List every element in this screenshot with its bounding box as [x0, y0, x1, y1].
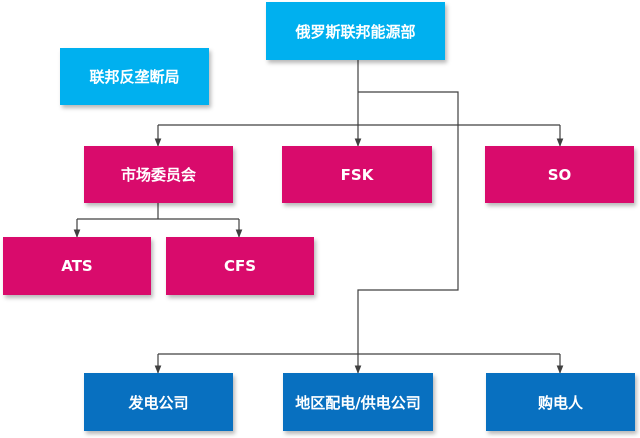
- node-ministry: 俄罗斯联邦能源部: [266, 2, 445, 60]
- node-market-council: 市场委员会: [84, 146, 233, 203]
- node-distribution: 地区配电/供电公司: [283, 373, 433, 431]
- node-so: SO: [485, 146, 634, 203]
- node-buyers: 购电人: [486, 373, 635, 431]
- node-fsk: FSK: [282, 146, 432, 203]
- node-generation: 发电公司: [84, 373, 233, 431]
- node-antimonopoly: 联邦反垄断局: [60, 48, 209, 105]
- node-cfs: CFS: [166, 237, 314, 295]
- connector-ministry-to-lower: [357, 91, 459, 354]
- node-ats: ATS: [3, 237, 151, 295]
